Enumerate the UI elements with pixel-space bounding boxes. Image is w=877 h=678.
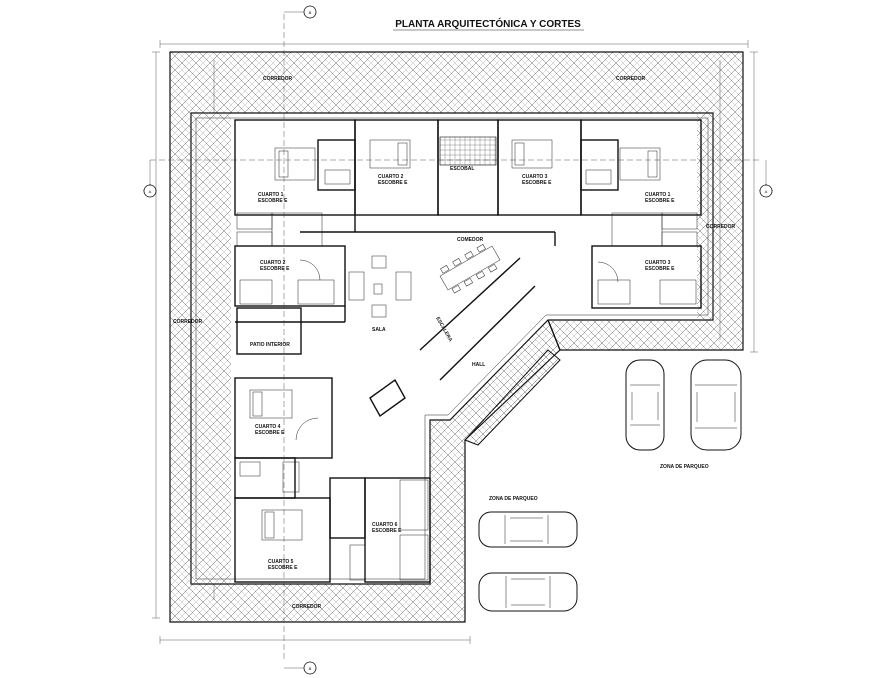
car-icons-bottom: [478, 511, 578, 612]
corridor-top-right-label: CORREDOR: [616, 76, 646, 82]
svg-text:B: B: [309, 666, 312, 671]
bed-icons-top: [274, 139, 661, 181]
room-label-shared-bath: ESCOBAL: [450, 166, 474, 172]
corridor-left-label: CORREDOR: [173, 319, 203, 325]
corridor-bottom-label: CORREDOR: [292, 604, 322, 610]
room-label-dining: COMEDOR: [457, 237, 484, 243]
svg-text:A: A: [765, 189, 768, 194]
corridor-right-label: CORREDOR: [706, 224, 736, 230]
dining-table: [439, 244, 501, 294]
room-label-hall: HALL: [472, 362, 485, 368]
section-marker-a-right: A: [759, 184, 773, 198]
svg-text:A: A: [149, 189, 152, 194]
room-label-living: SALA: [372, 327, 386, 333]
section-cut-a: [149, 159, 767, 185]
parking-label-right: ZONA DE PARQUEO: [660, 464, 709, 470]
section-marker-a-left: A: [143, 184, 157, 198]
plan-title: PLANTA ARQUITECTÓNICA Y CORTES: [395, 17, 581, 30]
car-icons-right: [625, 359, 742, 451]
corridor-top-left-label: CORREDOR: [263, 76, 293, 82]
living-furniture: [348, 255, 412, 318]
parking-label-bottom: ZONA DE PARQUEO: [489, 496, 538, 502]
room-label-patio: PATIO INTERIOR: [250, 342, 290, 348]
svg-text:B: B: [309, 10, 312, 15]
section-marker-b-bottom: B: [303, 661, 317, 675]
section-marker-b-top: B: [303, 5, 317, 19]
section-cut-b: [283, 11, 304, 669]
